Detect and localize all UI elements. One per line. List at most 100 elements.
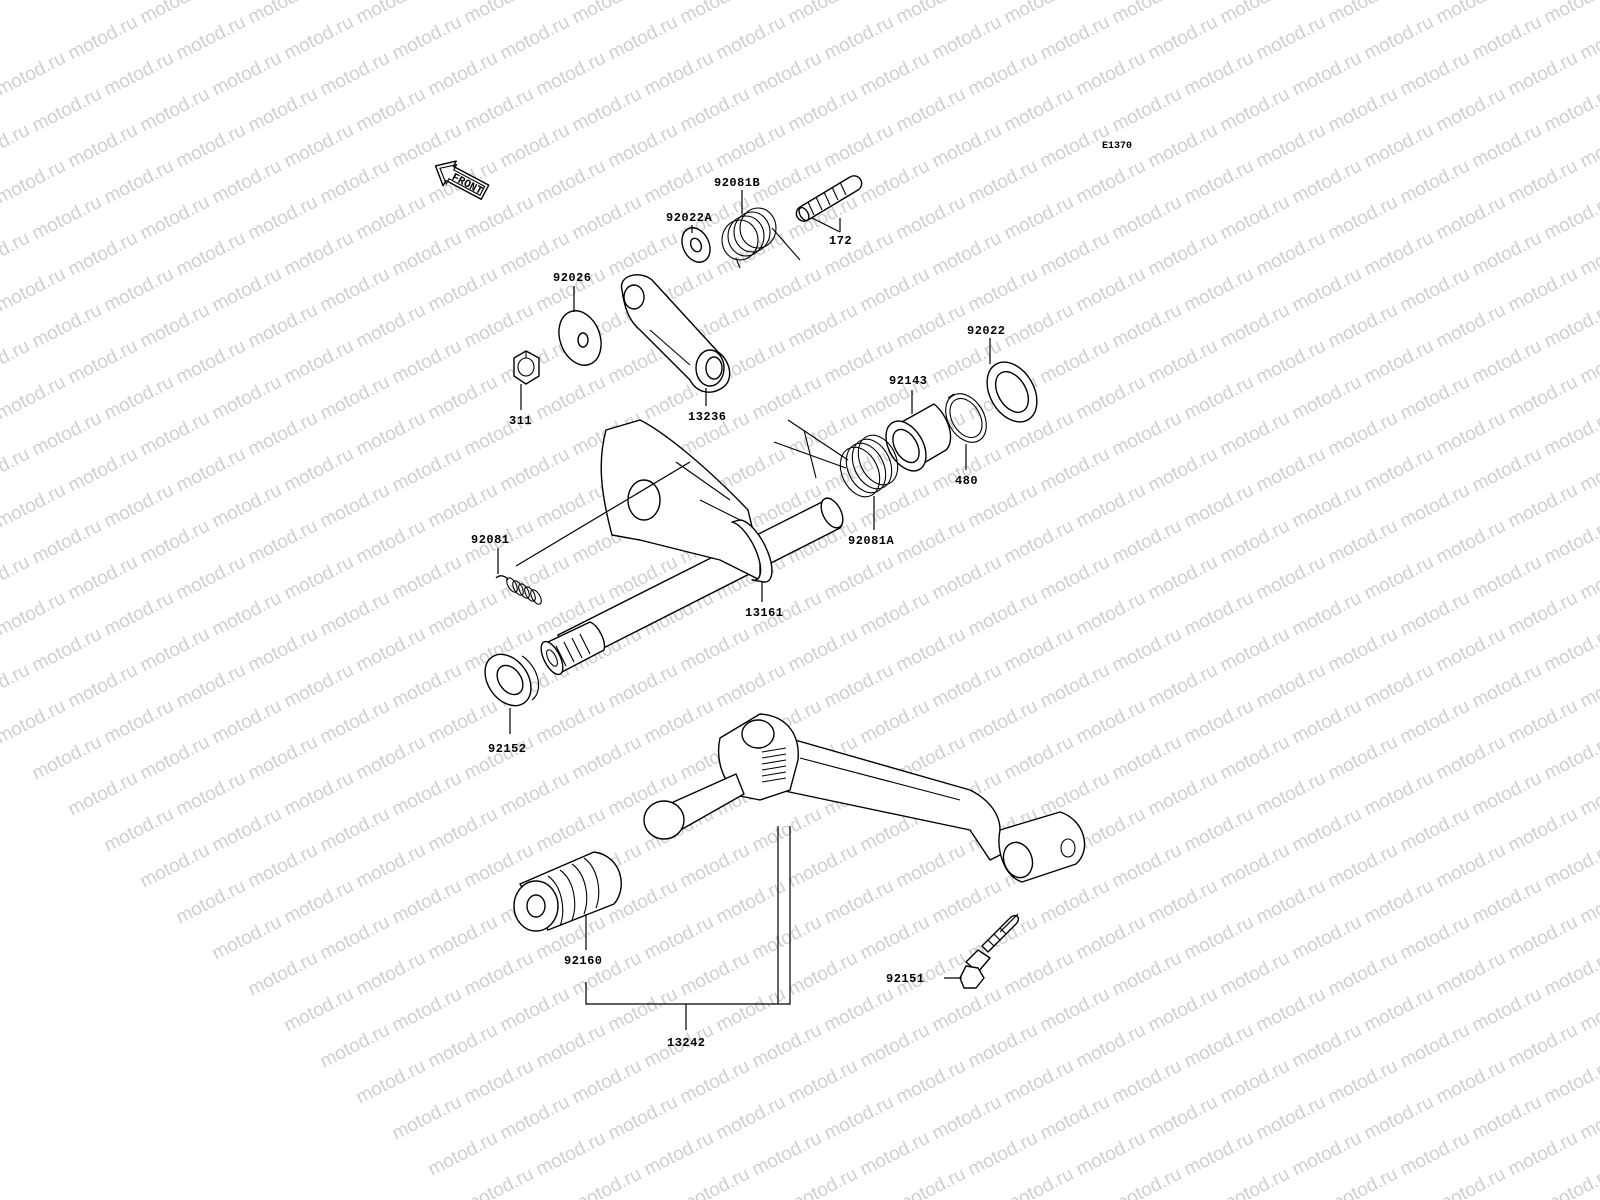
watermark-text: motod.ru: [317, 48, 393, 101]
watermark-text: motod.ru: [101, 48, 177, 101]
part-13236-lever[interactable]: [620, 274, 731, 393]
watermark-text: motod.ru: [245, 84, 321, 137]
watermark-text: motod.ru: [1505, 156, 1581, 209]
part-92081-spring[interactable]: [495, 575, 543, 606]
label-92143: 92143: [889, 374, 928, 388]
watermark-text: motod.ru: [353, 732, 429, 785]
part-13161-shaft[interactable]: [537, 419, 848, 678]
watermark-text: motod.ru: [137, 0, 213, 28]
watermark-text: motod.ru: [965, 264, 1041, 317]
watermark-text: motod.ru: [1109, 0, 1185, 28]
watermark-text: motod.ru: [1073, 264, 1149, 317]
watermark-text: motod.ru: [1289, 264, 1365, 317]
watermark-text: motod.ru: [281, 444, 357, 497]
part-92026-washer[interactable]: [552, 305, 609, 371]
watermark-text: motod.ru: [605, 984, 681, 1037]
watermark-text: motod.ru: [1325, 624, 1401, 677]
watermark-text: motod.ru: [1289, 588, 1365, 641]
part-92081A-spring[interactable]: [773, 419, 905, 503]
watermark-text: motod.ru: [65, 228, 141, 281]
part-92151-bolt[interactable]: [959, 914, 1020, 989]
watermark-text: motod.ru: [1433, 192, 1509, 245]
watermark-text: motod.ru: [1289, 1128, 1365, 1181]
watermark-text: motod.ru: [389, 660, 465, 713]
watermark-text: motod.ru: [425, 480, 501, 533]
part-172-pin[interactable]: [795, 175, 863, 222]
label-92160: 92160: [564, 954, 603, 968]
watermark-text: motod.ru: [1433, 624, 1509, 677]
watermark-text: motod.ru: [893, 84, 969, 137]
part-92152-seal[interactable]: [476, 646, 541, 715]
watermark-text: motod.ru: [245, 0, 321, 28]
watermark-text: motod.ru: [353, 516, 429, 569]
watermark-text: motod.ru: [1433, 0, 1509, 28]
watermark-text: motod.ru: [1181, 588, 1257, 641]
part-92143-collar[interactable]: [878, 403, 952, 478]
watermark-text: motod.ru: [1397, 696, 1473, 749]
watermark-text: motod.ru: [785, 300, 861, 353]
watermark-text: motod.ru: [425, 588, 501, 641]
watermark-text: motod.ru: [209, 588, 285, 641]
part-92022A-washer[interactable]: [677, 223, 716, 267]
watermark-text: motod.ru: [173, 228, 249, 281]
watermark-text: motod.ru: [1397, 1020, 1473, 1073]
watermark-text: motod.ru: [389, 768, 465, 821]
label-92081A: 92081A: [848, 534, 895, 548]
watermark-text: motod.ru: [461, 732, 537, 785]
watermark-text: motod.ru: [713, 12, 789, 65]
watermark-text: motod.ru: [1001, 624, 1077, 677]
watermark-text: motod.ru: [677, 840, 753, 893]
watermark-text: motod.ru: [1037, 12, 1113, 65]
label-92151: 92151: [886, 972, 925, 986]
watermark-text: motod.ru: [641, 156, 717, 209]
part-13242-pedal-assembly[interactable]: [643, 713, 1086, 883]
part-92022-washer[interactable]: [977, 353, 1047, 430]
watermark-text: motod.ru: [497, 768, 573, 821]
label-480: 480: [955, 474, 978, 488]
watermark-text: motod.ru: [677, 1056, 753, 1109]
watermark-text: motod.ru: [1469, 768, 1545, 821]
watermark-text: motod.ru: [821, 336, 897, 389]
watermark-text: motod.ru: [1145, 552, 1221, 605]
watermark-text: motod.ru: [1181, 1020, 1257, 1073]
part-92081B-spring[interactable]: [721, 207, 801, 269]
watermark-text: motod.ru: [245, 840, 321, 893]
watermark-text: motod.ru: [209, 48, 285, 101]
watermark-text: motod.ru: [1505, 912, 1581, 965]
watermark-text: motod.ru: [353, 840, 429, 893]
label-13236: 13236: [688, 410, 727, 424]
watermark-text: motod.ru: [245, 192, 321, 245]
watermark-text: motod.ru: [137, 516, 213, 569]
watermark-text: motod.ru: [353, 192, 429, 245]
watermark-text: motod.ru: [1325, 1056, 1401, 1109]
watermark-text: motod.ru: [1217, 948, 1293, 1001]
watermark-text: motod.ru: [569, 84, 645, 137]
part-92160-rubber[interactable]: [513, 851, 622, 932]
watermark-text: motod.ru: [929, 552, 1005, 605]
watermark-text: motod.ru: [605, 228, 681, 281]
watermark-text: motod.ru: [0, 336, 33, 389]
watermark-text: motod.ru: [1109, 516, 1185, 569]
watermark-text: motod.ru: [137, 192, 213, 245]
watermark-text: motod.ru: [1145, 768, 1221, 821]
watermark-text: motod.ru: [533, 48, 609, 101]
watermark-text: motod.ru: [569, 0, 645, 28]
watermark-text: motod.ru: [677, 624, 753, 677]
watermark-text: motod.ru: [0, 48, 69, 101]
watermark-text: motod.ru: [65, 768, 141, 821]
watermark-text: motod.ru: [497, 12, 573, 65]
watermark-text: motod.ru: [1577, 768, 1600, 821]
watermark-text: motod.ru: [281, 12, 357, 65]
watermark-text: motod.ru: [65, 12, 141, 65]
watermark-text: motod.ru: [29, 624, 105, 677]
part-311-nut[interactable]: [513, 350, 540, 385]
watermark-text: motod.ru: [1001, 732, 1077, 785]
watermark-text: motod.ru: [1037, 444, 1113, 497]
watermark-text: motod.ru: [1181, 804, 1257, 857]
watermark-text: motod.ru: [893, 300, 969, 353]
watermark-text: motod.ru: [1325, 0, 1401, 28]
part-480-circlip[interactable]: [937, 386, 994, 449]
watermark-text: motod.ru: [605, 660, 681, 713]
watermark-text: motod.ru: [1433, 840, 1509, 893]
